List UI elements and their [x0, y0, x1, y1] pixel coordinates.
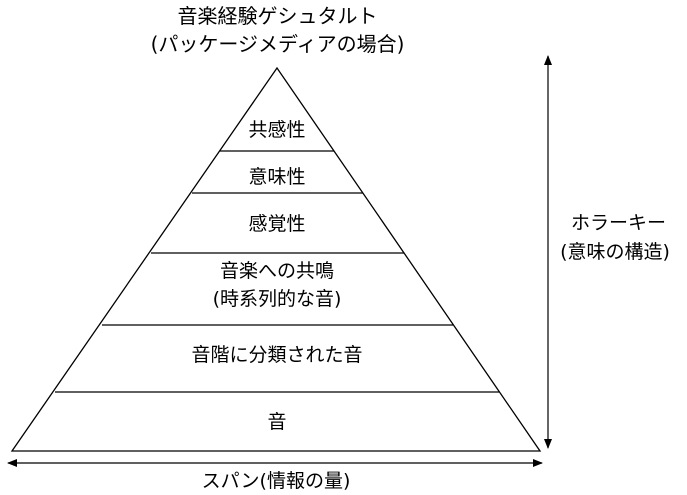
horizontal-axis-label: スパン(情報の量)	[201, 470, 351, 492]
vertical-axis-label: ホラーキー	[570, 212, 666, 234]
level-label-scale: 音階に分類された音	[191, 344, 363, 366]
level-label-resonance: 音楽への共鳴	[219, 260, 334, 282]
level-label-empathy: 共感性	[248, 119, 306, 141]
vertical-axis-sublabel: (意味の構造)	[560, 241, 670, 263]
pyramid-outline	[10, 66, 542, 452]
diagram-title: 音楽経験ゲシュタルト	[177, 4, 378, 28]
level-label-resonance-sub: (時系列的な音)	[212, 288, 342, 310]
level-label-sensation: 感覚性	[248, 213, 306, 235]
diagram-subtitle: (パッケージメディアの場合)	[150, 32, 405, 56]
level-label-sound: 音	[267, 411, 287, 433]
level-label-meaning: 意味性	[248, 166, 306, 188]
